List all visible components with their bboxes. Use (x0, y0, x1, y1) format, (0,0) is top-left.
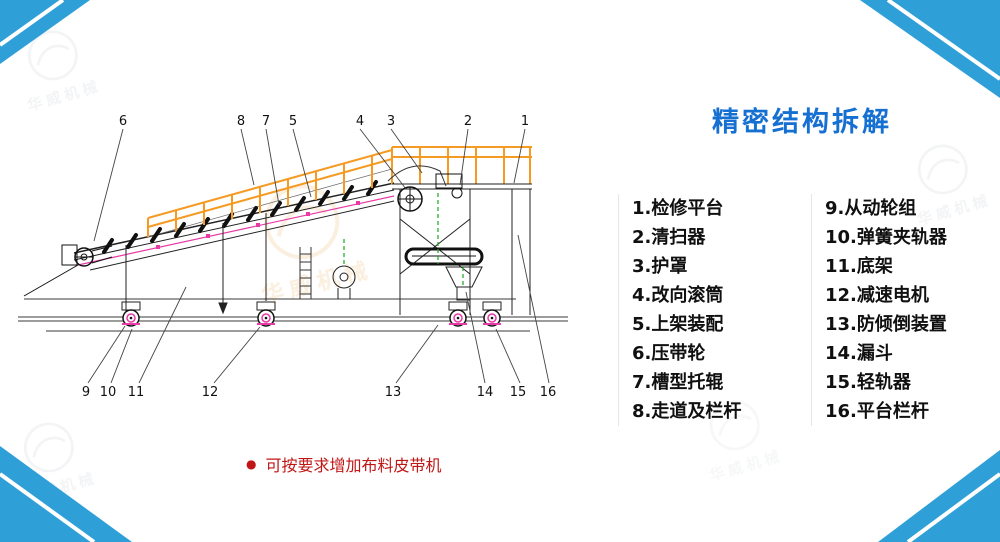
rail-wheels (121, 301, 502, 327)
part-item-10: 10.弹簧夹轨器 (825, 227, 947, 248)
callout-13: 13 (385, 385, 402, 400)
parts-column-right: 9.从动轮组 10.弹簧夹轨器 11.底架 12.减速电机 13.防倾倒装置 1… (811, 194, 996, 426)
callout-10: 10 (100, 385, 117, 400)
part-item-9: 9.从动轮组 (825, 198, 917, 219)
part-item-7: 7.槽型托辊 (632, 372, 724, 393)
brand-logo-icon (27, 30, 78, 81)
part-item-16: 16.平台栏杆 (825, 401, 929, 422)
corner-top-right (860, 0, 1000, 98)
watermark-text: 华威机械 (21, 468, 100, 507)
reducer-motor (332, 265, 356, 299)
tail-pulley (23, 244, 113, 297)
ladder (299, 247, 312, 299)
callout-3: 3 (387, 114, 395, 129)
conveyor-drawing: 6 8 7 5 4 3 2 1 9 10 11 12 13 14 15 16 (18, 114, 568, 400)
ground-rails (18, 298, 568, 332)
callout-16: 16 (540, 385, 557, 400)
part-item-8: 8.走道及栏杆 (632, 401, 742, 422)
callout-numbers: 6 8 7 5 4 3 2 1 9 10 11 12 13 14 15 16 (82, 114, 556, 400)
head-pulley-hood (387, 165, 463, 212)
callout-4: 4 (356, 114, 364, 129)
footnote-text: 可按要求增加布料皮带机 (265, 456, 442, 475)
part-item-14: 14.漏斗 (825, 343, 893, 364)
callout-6: 6 (119, 114, 127, 129)
part-item-4: 4.改向滚筒 (632, 285, 724, 306)
green-marks (343, 193, 464, 287)
part-item-6: 6.压带轮 (632, 343, 706, 364)
part-item-2: 2.清扫器 (632, 227, 706, 248)
idler-rollers (102, 180, 378, 254)
callout-11: 11 (128, 385, 145, 400)
part-item-3: 3.护罩 (632, 256, 688, 277)
footnote: ● 可按要求增加布料皮带机 (246, 452, 442, 476)
part-item-11: 11.底架 (825, 256, 893, 277)
callout-leaders (87, 128, 550, 384)
callout-9: 9 (82, 385, 90, 400)
part-item-5: 5.上架装配 (632, 314, 724, 335)
parts-columns: 1.检修平台 2.清扫器 3.护罩 4.改向滚筒 5.上架装配 6.压带轮 7.… (608, 194, 996, 426)
panel-title: 精密结构拆解 (712, 107, 892, 138)
callout-7: 7 (262, 114, 270, 129)
callout-15: 15 (510, 385, 527, 400)
callout-1: 1 (521, 114, 529, 129)
callout-5: 5 (289, 114, 297, 129)
part-item-13: 13.防倾倒装置 (825, 314, 947, 335)
part-item-15: 15.轻轨器 (825, 372, 911, 393)
callout-2: 2 (464, 114, 472, 129)
bullet-icon: ● (246, 457, 257, 471)
part-item-1: 1.检修平台 (632, 198, 724, 219)
parts-column-left: 1.检修平台 2.清扫器 3.护罩 4.改向滚筒 5.上架装配 6.压带轮 7.… (618, 194, 803, 426)
conveyor-diagram: 6 8 7 5 4 3 2 1 9 10 11 12 13 14 15 16 (8, 88, 608, 460)
discharge-drum (404, 247, 484, 266)
callout-8: 8 (237, 114, 245, 129)
corner-bottom-left (0, 446, 132, 542)
watermark-text: 华威机械 (707, 446, 786, 485)
magenta-clips (122, 201, 501, 325)
walkway-railing (147, 146, 532, 237)
corner-bottom-right (878, 450, 1000, 542)
hopper (445, 266, 483, 301)
corner-top-left (0, 0, 90, 64)
frame-accent-line (77, 195, 395, 266)
callout-14: 14 (477, 385, 494, 400)
parts-panel: 精密结构拆解 1.检修平台 2.清扫器 3.护罩 4.改向滚筒 5.上架装配 6… (608, 106, 996, 426)
callout-12: 12 (202, 385, 219, 400)
part-item-12: 12.减速电机 (825, 285, 929, 306)
